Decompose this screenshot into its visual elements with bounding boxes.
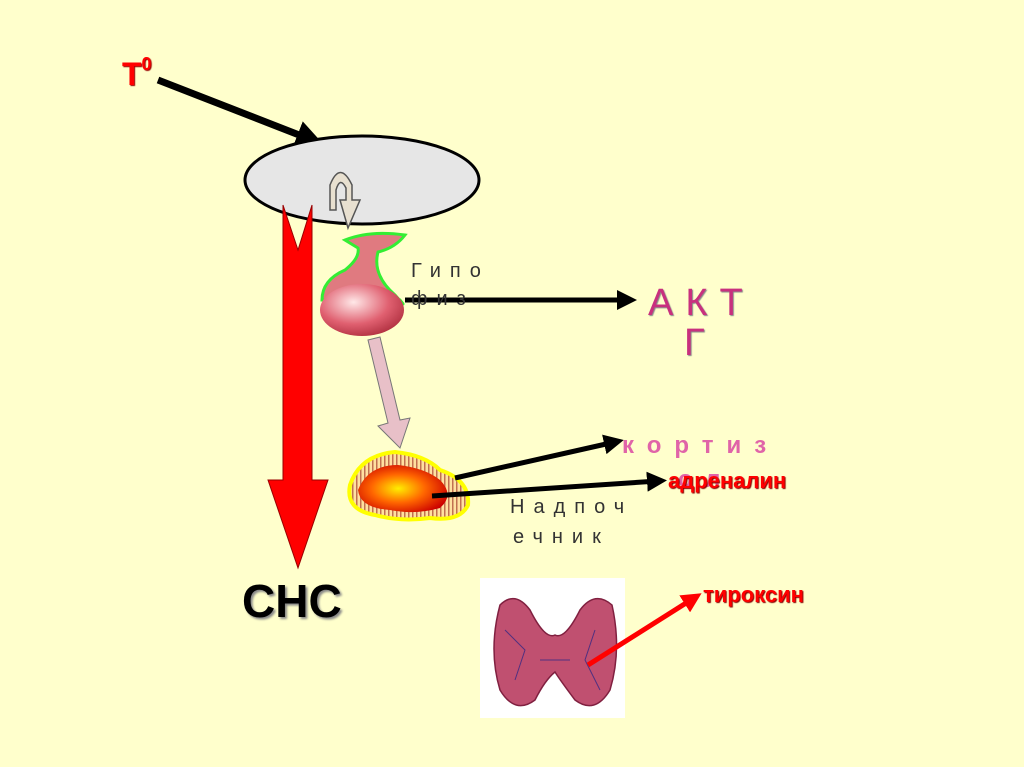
cortisol-label-line1: кортиз [622, 432, 780, 459]
temperature-text: T [122, 56, 142, 92]
adrenal-label-line2: ечник [513, 526, 610, 548]
adrenaline-label: адреналин [668, 468, 787, 493]
adrenaline-arrow [431, 471, 667, 499]
pituitary-gland [320, 231, 408, 336]
temperature-arrow [156, 76, 324, 148]
actg-label-line1: АКТ [648, 282, 755, 324]
hypophysis-label-line1: Гипо [411, 260, 490, 282]
thyroxine-label: тироксин [703, 582, 804, 607]
adrenal-label-line1: Надпоч [510, 496, 634, 518]
temperature-superscript: 0 [141, 54, 152, 74]
cns-label: СНС [242, 575, 342, 627]
actg-label-line2: Г [684, 322, 717, 364]
temperature-label: T0 [122, 54, 152, 93]
pituitary-to-adrenal-arrow [367, 336, 411, 449]
cns-arrow [267, 204, 329, 570]
thyroid-gland-image [480, 578, 625, 718]
cortisol-arrow [454, 434, 624, 481]
hypothalamus-ellipse [243, 134, 481, 226]
cortisol-label-line2: ол [678, 466, 734, 493]
thyroxine-arrow [586, 593, 702, 668]
adrenal-gland [347, 449, 471, 522]
hypophysis-label-line2: физ [411, 288, 475, 310]
feedback-curved-arrow [329, 171, 362, 231]
